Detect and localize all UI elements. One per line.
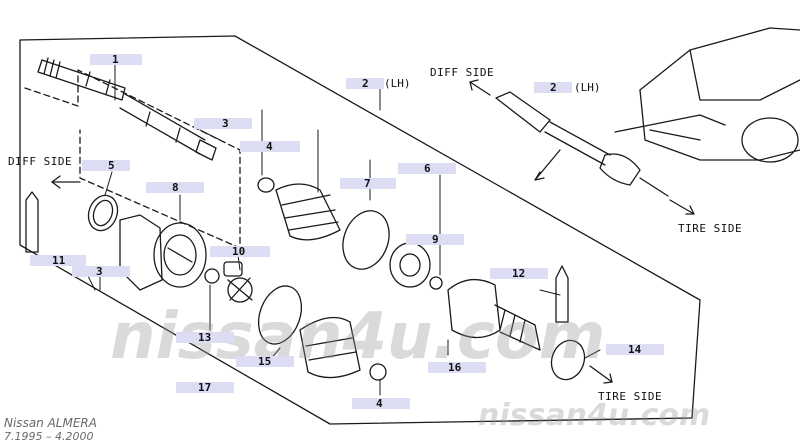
outer-joint-part-16	[447, 278, 541, 351]
callout-2-main: 2	[362, 77, 369, 90]
callout-16: 16	[448, 361, 462, 374]
band-ring-bottom	[257, 285, 303, 345]
callout-11: 11	[52, 254, 66, 267]
callout-box-3-left	[72, 266, 130, 277]
callout-box-2	[346, 78, 384, 89]
callout-box-4-bottom	[352, 398, 410, 409]
bolt-part-12	[555, 265, 569, 323]
inset-shaft-assembly	[495, 91, 669, 197]
arrow-assembly	[534, 149, 561, 181]
boot-part-7	[275, 183, 341, 241]
arrow-diff-left	[51, 175, 81, 189]
callout-6: 6	[424, 162, 431, 175]
lh-label-main: (LH)	[384, 77, 411, 90]
frame-outline	[19, 35, 701, 425]
callout-12: 12	[512, 267, 526, 280]
car-silhouette	[614, 27, 800, 163]
callout-box-16	[428, 362, 486, 373]
shaft-part-1	[37, 57, 217, 161]
callout-box-12	[490, 268, 548, 279]
label-diff-side-left: DIFF SIDE	[8, 155, 73, 168]
boot-part-15	[299, 316, 361, 379]
callout-4-top: 4	[266, 140, 273, 153]
clamp-part-4-bottom	[369, 363, 387, 381]
callout-box-9	[406, 234, 464, 245]
callout-box-11	[30, 255, 86, 266]
callout-box-15	[236, 356, 294, 367]
callout-7: 7	[364, 177, 371, 190]
callout-box-13	[176, 332, 234, 343]
callout-14: 14	[628, 343, 642, 356]
callout-box-5	[82, 160, 130, 171]
callout-5: 5	[108, 159, 115, 172]
label-tire-side-top: TIRE SIDE	[678, 222, 743, 235]
callout-box-4-top	[240, 141, 300, 152]
clamp-part-4-top	[257, 177, 275, 193]
lh-label-inset: (LH)	[574, 81, 601, 94]
callout-9: 9	[432, 233, 439, 246]
callout-box-7	[340, 178, 396, 189]
watermark-bottom-right: nissan4u.com	[478, 398, 711, 433]
callout-8: 8	[172, 181, 179, 194]
footer-model: Nissan ALMERA	[4, 416, 97, 430]
callout-17: 17	[198, 381, 212, 394]
arrow-diff-top	[469, 79, 491, 96]
footer-date-range: 7.1995 – 4.2000	[4, 430, 94, 443]
bearing-part-9	[389, 242, 443, 290]
tripod-part-10	[223, 261, 253, 303]
callout-4-bottom: 4	[376, 397, 383, 410]
callout-10: 10	[232, 245, 246, 258]
bolt-part-11	[25, 191, 39, 253]
callout-2-inset: 2	[550, 81, 557, 94]
callout-box-1	[90, 54, 142, 65]
callout-1: 1	[112, 53, 119, 66]
callout-box-6	[398, 163, 456, 174]
arrow-tire-bottom	[589, 365, 613, 384]
snap-ring-part-13	[204, 268, 220, 284]
callout-box-3-top	[194, 118, 252, 129]
callout-13: 13	[198, 331, 212, 344]
label-tire-side-bottom: TIRE SIDE	[598, 390, 663, 403]
ring-part-5	[87, 194, 119, 232]
callout-15: 15	[258, 355, 272, 368]
housing-part-8	[119, 214, 207, 291]
callout-box-8	[146, 182, 204, 193]
callout-box-10	[210, 246, 270, 257]
ring-part-14	[550, 339, 586, 381]
callout-box-17	[176, 382, 234, 393]
callout-box-2-inset	[534, 82, 572, 93]
arrow-tire-top	[669, 199, 695, 215]
callout-3-left: 3	[96, 265, 103, 278]
label-diff-side-top: DIFF SIDE	[430, 66, 495, 79]
callout-3-top: 3	[222, 117, 229, 130]
callout-box-14	[606, 344, 664, 355]
band-ring-top	[342, 210, 390, 270]
